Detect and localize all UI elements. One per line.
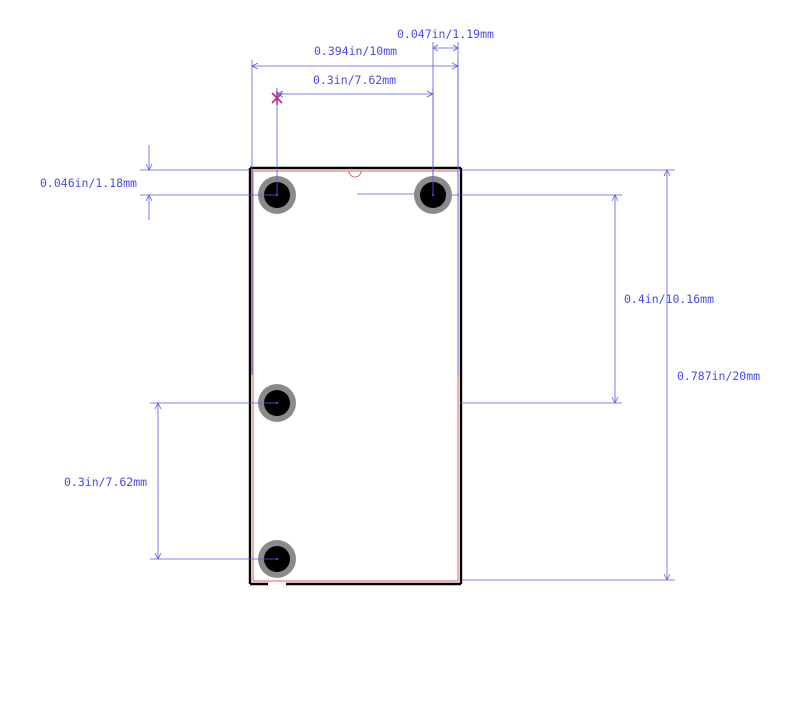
dimension-label-pad-offset-y: 0.046in/1.18mm <box>40 176 137 190</box>
dimension-body-height: 0.787in/20mm <box>462 169 760 581</box>
dimension-label-pin-pitch-y-short: 0.3in/7.62mm <box>64 475 147 489</box>
dimension-label-body-height: 0.787in/20mm <box>677 369 760 383</box>
dimension-pad-offset-y: 0.046in/1.18mm <box>40 145 277 220</box>
dimension-label-pin-pitch-x: 0.3in/7.62mm <box>313 73 396 87</box>
dimension-label-pad-offset-x: 0.047in/1.19mm <box>397 27 494 41</box>
dimension-pin-pitch-x: 0.3in/7.62mm <box>276 73 434 195</box>
courtyard-outline <box>252 170 459 582</box>
dimension-label-body-width: 0.394in/10mm <box>314 44 397 58</box>
dimension-pin-pitch-y-short: 0.3in/7.62mm <box>64 402 277 560</box>
dimension-label-pin-pitch-y-long: 0.4in/10.16mm <box>624 292 714 306</box>
component-outline <box>248 166 463 586</box>
dimension-pin-pitch-y-long: 0.4in/10.16mm <box>452 194 714 404</box>
dimension-body-width: 0.394in/10mm <box>251 44 459 375</box>
